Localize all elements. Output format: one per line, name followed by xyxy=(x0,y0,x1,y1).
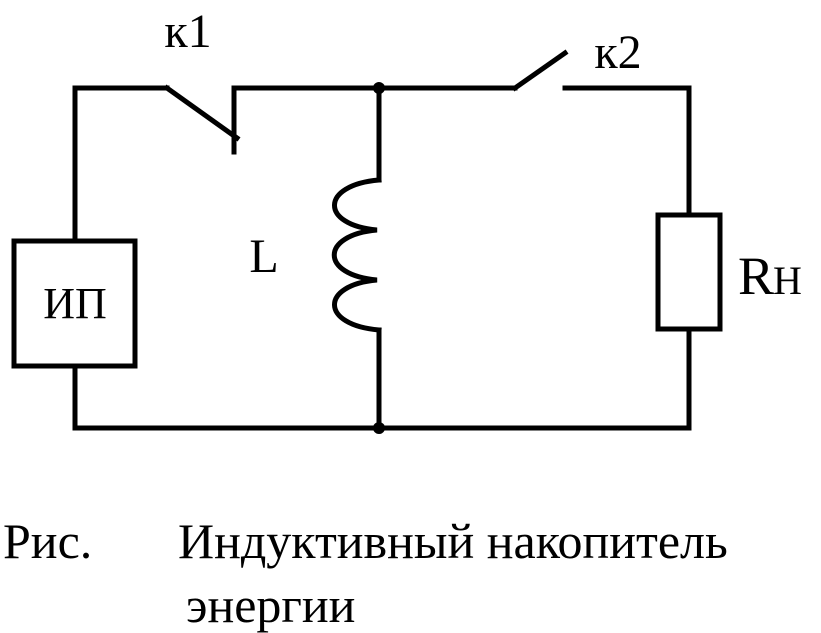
caption-line2: энергии xyxy=(186,577,356,633)
power-source-label: ИП xyxy=(43,279,107,328)
caption-line1: Индуктивный накопитель xyxy=(178,513,728,569)
inductor-coil xyxy=(332,177,382,333)
inductor-label: L xyxy=(249,230,278,283)
inductor-L: L xyxy=(249,85,382,431)
load-resistor-box xyxy=(655,212,723,332)
switch-k2: к2 xyxy=(511,26,642,92)
switch-k2-label: к2 xyxy=(594,26,641,79)
caption-prefix: Рис. xyxy=(3,513,93,569)
power-source: ИП xyxy=(11,238,138,369)
switch-k1-blade xyxy=(163,84,241,142)
load-resistor-label-sub: Н xyxy=(773,258,802,303)
switch-k1-label: к1 xyxy=(164,5,211,58)
wire-top-right xyxy=(562,85,692,218)
load-resistor: R Н xyxy=(655,212,802,431)
switch-k2-blade xyxy=(511,49,569,92)
switch-k1: к1 xyxy=(163,5,241,155)
load-resistor-label-main: R xyxy=(738,246,774,306)
